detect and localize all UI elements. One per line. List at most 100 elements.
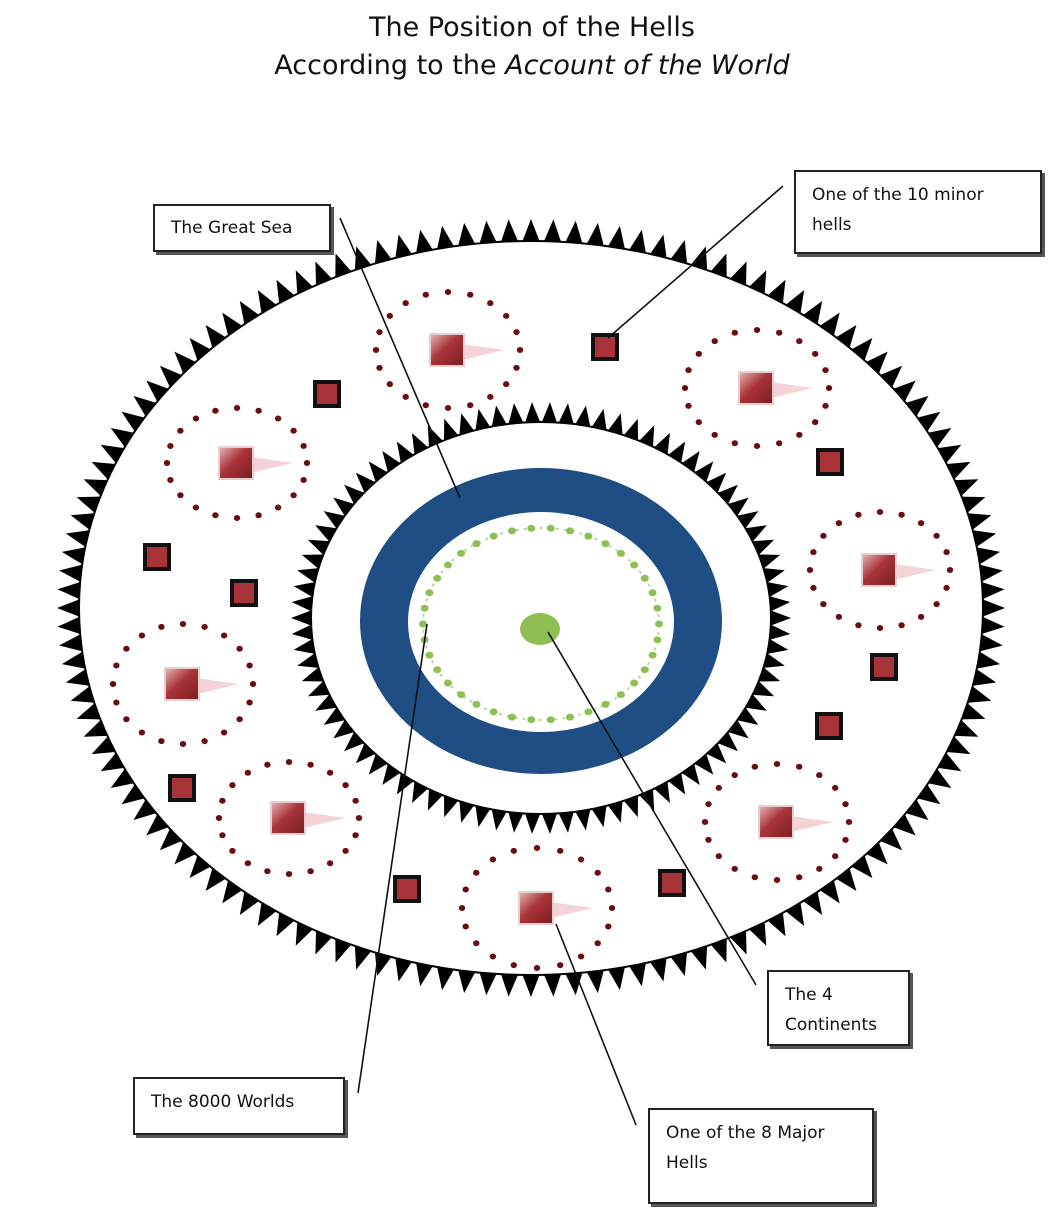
hell-dot [577,856,585,863]
mountain-peak [333,720,354,739]
mountain-peak [893,380,916,402]
diagram-title-line1: The Position of the Hells [369,12,695,43]
minor-hell [393,875,421,903]
minor-hell [168,774,196,802]
mountain-peak [437,225,454,249]
mountain-peak [395,234,412,258]
mountain-peak [458,222,476,246]
hell-dot [233,405,241,411]
hell-dot [806,567,814,573]
hell-dot [138,729,146,736]
mountain-peak [61,651,86,669]
mountain-peak [608,413,623,435]
mountain-peak [239,301,259,325]
mountain-peak [694,461,714,482]
hell-dot [835,520,843,527]
hell-dot [695,350,702,357]
hell-dot [796,431,803,438]
major-hell [372,289,524,411]
mountain-peak [382,764,400,785]
hell-dot [776,440,783,447]
major-hell [458,845,616,971]
hell-dot [731,440,738,447]
hell-dot [510,847,517,854]
mountain-peak [522,975,540,997]
mountain-peak [629,963,646,987]
mountain-peak [257,290,277,314]
mountain-peak [763,653,785,668]
mountain-peak [375,952,392,976]
mountain-peak [982,617,1005,634]
world-dot [508,527,516,535]
mountain-peak [491,405,507,427]
mountain-peak [767,582,789,597]
mountain-peak [291,610,311,626]
mountain-peak [591,408,607,430]
hell-dot [303,460,311,466]
hell-dot [201,623,208,630]
major-hells-group [109,289,954,971]
mountain-peak [110,428,134,447]
mountain-peak [967,686,992,703]
hell-pointer [303,812,345,828]
hell-dot [731,772,738,779]
major-hell-square [270,801,306,835]
mountain-peak [982,582,1005,599]
mountain-peak [344,732,364,752]
mountain-peak [961,703,986,720]
hell-dot [796,763,803,770]
four-continents [520,613,560,645]
hell-dot [701,819,709,825]
world-dot [433,574,442,582]
mountain-peak [333,497,354,516]
mountain-peak [682,764,700,785]
mountain-peak [608,225,625,249]
hell-dot [608,905,616,911]
mountain-peak [222,312,242,336]
hell-dot [751,874,758,881]
mountain-peak [159,828,182,851]
minor-hell [591,333,619,361]
minor-hell-square [397,879,417,899]
minor-hell [230,579,258,607]
mountain-peak [763,568,785,583]
hell-dot [192,415,200,422]
label-major-hells: One of the 8 Major Hells [648,1108,874,1204]
mountain-peak [70,513,95,530]
leader-great-sea [339,217,461,499]
hell-dot [705,836,712,843]
major-hell [163,405,311,521]
world-dot [616,691,625,699]
mountain-peak [355,472,376,493]
world-dot [425,589,434,597]
mountain-peak [344,484,364,504]
hell-dot [422,291,429,298]
mountain-peak [458,970,476,994]
mountain-peak [525,813,541,834]
mountain-peak [758,554,781,569]
minor-hell-square [662,873,682,893]
mountain-peak [146,380,169,402]
mountain-peak [541,813,557,834]
mountain-peak [205,868,226,891]
label-four-continents: The 4 Continents [767,970,910,1046]
hell-dot [711,338,718,345]
mountain-peak [121,784,145,805]
mountain-peak [335,253,352,278]
mountain-peak [382,451,400,472]
mountain-peak [558,812,574,833]
world-dot [616,549,625,557]
mountain-peak [522,219,540,241]
mountain-peak [983,599,1005,617]
mountain-peak [728,720,749,739]
mountain-peak [976,547,1001,565]
mountain-peak [544,974,561,997]
mountain-peak [257,902,277,926]
world-dot [630,679,639,687]
hell-dot [503,381,510,388]
hell-dot [711,431,718,438]
hell-dot [352,832,359,839]
label-great-sea: The Great Sea [153,204,331,252]
hell-dot [946,567,954,573]
world-dot [419,620,427,628]
